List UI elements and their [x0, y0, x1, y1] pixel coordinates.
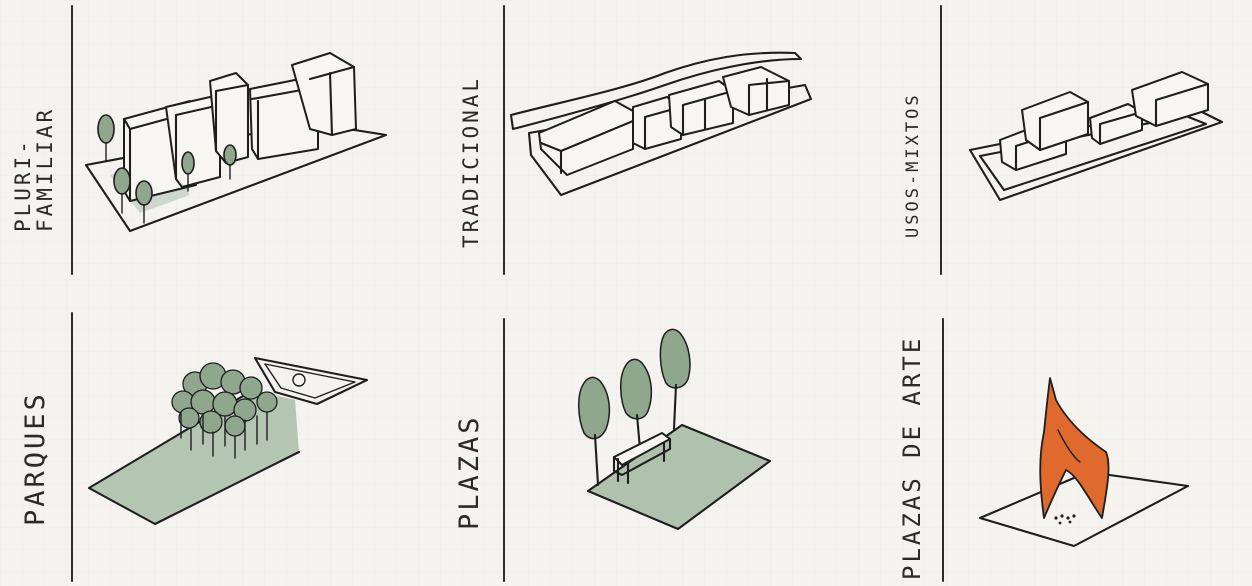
label-plurifamiliar: PLURI- FAMILIAR: [11, 106, 58, 232]
label-line: PARQUES: [20, 391, 51, 526]
label-plazas-de-arte: PLAZAS DE ARTE: [898, 335, 926, 580]
plurifamiliar-buildings-drawing: [84, 52, 388, 233]
label-line: USOS-MIXTOS: [903, 92, 923, 238]
panel-divider: [940, 5, 942, 275]
label-line: TRADICIONAL: [459, 75, 483, 248]
label-line: PLAZAS DE ARTE: [898, 335, 926, 580]
panel-divider: [503, 5, 505, 275]
tradicional-buildings-drawing: [509, 51, 813, 197]
label-usos-mixtos: USOS-MIXTOS: [903, 92, 923, 238]
label-parques: PARQUES: [20, 391, 51, 526]
panel-divider: [942, 318, 944, 582]
parques-park-drawing: [87, 356, 369, 526]
plazas-de-arte-sculpture-drawing: [978, 377, 1190, 548]
label-line: PLAZAS: [454, 414, 485, 530]
label-tradicional: TRADICIONAL: [459, 75, 483, 248]
label-plazas: PLAZAS: [454, 414, 485, 530]
label-line: FAMILIAR: [33, 106, 58, 232]
panel-divider: [71, 312, 73, 582]
usos-mixtos-buildings-drawing: [968, 71, 1224, 202]
panel-divider: [71, 5, 73, 275]
panel-divider: [503, 318, 505, 582]
plazas-plaza-drawing: [578, 328, 772, 531]
label-line: PLURI-: [11, 138, 35, 232]
